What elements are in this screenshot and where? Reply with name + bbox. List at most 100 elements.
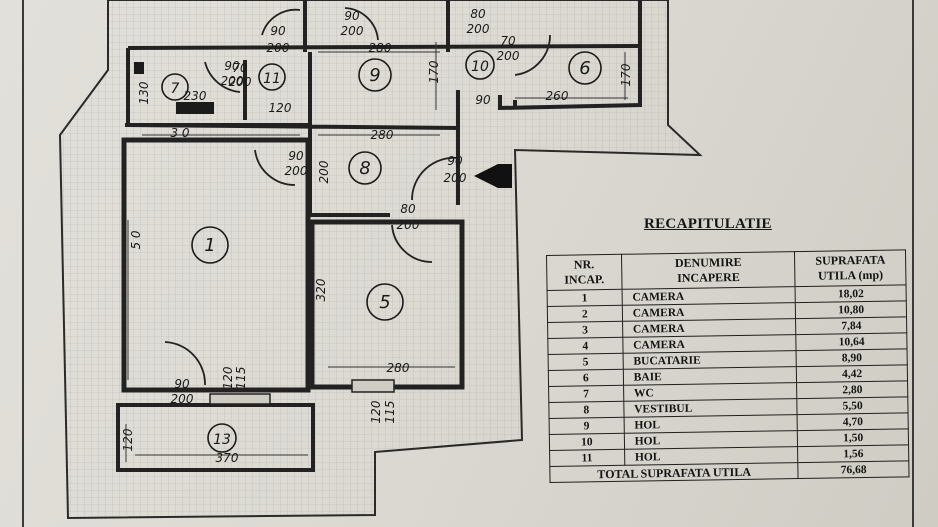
dimension-label: 280 bbox=[371, 128, 394, 142]
door-arc-top2 bbox=[344, 7, 379, 41]
dimension-lines bbox=[125, 42, 628, 462]
dimension-label: 115 bbox=[234, 367, 248, 390]
room-7-number: 7 bbox=[171, 81, 180, 97]
room-13-circle bbox=[207, 423, 237, 453]
dimension-label: 200 bbox=[267, 41, 290, 55]
kitchen-window bbox=[351, 379, 395, 393]
room-11-number: 11 bbox=[263, 71, 281, 87]
dimension-label: 70 bbox=[500, 34, 516, 48]
dimension-label: 3 0 bbox=[170, 126, 189, 140]
recap-total-label: TOTAL SUPRAFATA UTILA bbox=[549, 462, 799, 483]
dimension-label: 90 bbox=[344, 9, 360, 23]
dimension-label: 90 bbox=[270, 24, 286, 38]
dimension-label: 80 bbox=[400, 202, 416, 216]
recap-nr: 3 bbox=[547, 321, 623, 339]
door-arc-top1 bbox=[261, 8, 301, 36]
dimension-label: 200 bbox=[497, 49, 520, 63]
recap-nr: 9 bbox=[549, 417, 625, 435]
dimension-label: 200 bbox=[341, 24, 364, 38]
dimension-label: 170 bbox=[619, 63, 633, 86]
dimension-label: 90 bbox=[288, 149, 304, 163]
upper-walls bbox=[124, 0, 642, 217]
dimension-label: 280 bbox=[369, 41, 392, 55]
recap-area: 2,80 bbox=[796, 380, 908, 399]
balcony-window bbox=[209, 393, 271, 405]
room-8-number: 8 bbox=[359, 158, 370, 179]
dimension-label: 230 bbox=[184, 89, 207, 103]
recap-nr: 4 bbox=[547, 337, 623, 355]
door-arc-room8-left bbox=[254, 149, 296, 186]
recap-area: 4,42 bbox=[796, 364, 908, 383]
dimension-label: 120 bbox=[369, 400, 383, 423]
dimension-label: 170 bbox=[427, 60, 441, 83]
recap-nr: 11 bbox=[549, 449, 625, 467]
room-13-outline bbox=[116, 403, 315, 472]
dimension-label: 200 bbox=[467, 22, 490, 36]
room-1-number: 1 bbox=[204, 235, 215, 256]
dimension-label: 120 bbox=[121, 428, 135, 451]
room-6-circle bbox=[568, 51, 602, 85]
dimension-label: 120 bbox=[269, 101, 292, 115]
recap-nr: 5 bbox=[548, 353, 624, 371]
room-1-circle bbox=[191, 226, 229, 264]
recap-nr: 2 bbox=[547, 305, 623, 323]
recap-nr: 8 bbox=[548, 401, 624, 419]
dimension-label: 260 bbox=[546, 89, 569, 103]
door-arc-room5 bbox=[391, 224, 433, 263]
recap-total-value: 76,68 bbox=[798, 460, 910, 479]
recap-nr: 6 bbox=[548, 369, 624, 387]
recap-area: 4,70 bbox=[797, 412, 909, 431]
dimension-label: 90 bbox=[174, 377, 190, 391]
dimension-label: 90 bbox=[224, 59, 240, 73]
recap-nr: 1 bbox=[547, 289, 623, 307]
small-vent bbox=[134, 62, 144, 74]
room-9-number: 9 bbox=[369, 65, 380, 86]
room-11-circle bbox=[258, 63, 286, 91]
dimension-label: 280 bbox=[387, 361, 410, 375]
room-6-number: 6 bbox=[579, 58, 590, 79]
page-margin-line-right bbox=[912, 0, 914, 527]
room-7-circle bbox=[161, 73, 189, 101]
room-9-circle bbox=[358, 58, 392, 92]
dimension-label: 120 bbox=[221, 366, 235, 389]
dimension-label: 130 bbox=[137, 81, 151, 104]
dimension-label: 320 bbox=[314, 278, 328, 301]
dimension-label: 70 bbox=[232, 61, 248, 75]
room-13-number: 13 bbox=[213, 432, 231, 448]
recap-area: 8,90 bbox=[796, 348, 908, 367]
dimension-label: 5 0 bbox=[129, 230, 143, 249]
door-arc-room1 bbox=[164, 341, 206, 386]
room-10-circle bbox=[465, 50, 495, 80]
dimension-label: 200 bbox=[171, 392, 194, 406]
wc-window bbox=[176, 102, 214, 114]
dimension-label: 80 bbox=[470, 7, 486, 21]
recap-title: RECAPITULATIE bbox=[644, 216, 772, 232]
room-5-number: 5 bbox=[379, 292, 390, 313]
dimension-label: 200 bbox=[285, 164, 308, 178]
recap-nr: 10 bbox=[549, 433, 625, 451]
recap-area: 10,64 bbox=[796, 332, 908, 351]
entrance-arrow bbox=[474, 164, 512, 188]
recap-area: 5,50 bbox=[797, 396, 909, 415]
recap-area: 18,02 bbox=[795, 284, 907, 303]
header-nr: NR.INCAP. bbox=[546, 254, 622, 291]
recap-nr: 7 bbox=[548, 385, 624, 403]
room-10-number: 10 bbox=[471, 59, 489, 75]
room-5-circle bbox=[366, 283, 404, 321]
dimension-label: 200 bbox=[221, 74, 244, 88]
recap-area: 1,50 bbox=[797, 428, 909, 447]
dimension-label: 370 bbox=[216, 451, 239, 465]
dimension-label: 115 bbox=[383, 401, 397, 424]
recap-area: 7,84 bbox=[795, 316, 907, 335]
dimension-label: 200 bbox=[229, 75, 252, 89]
room-1-outline bbox=[121, 137, 311, 393]
dimension-label: 90 bbox=[447, 154, 463, 168]
dimension-label: 200 bbox=[444, 171, 467, 185]
room-8-circle bbox=[348, 151, 382, 185]
